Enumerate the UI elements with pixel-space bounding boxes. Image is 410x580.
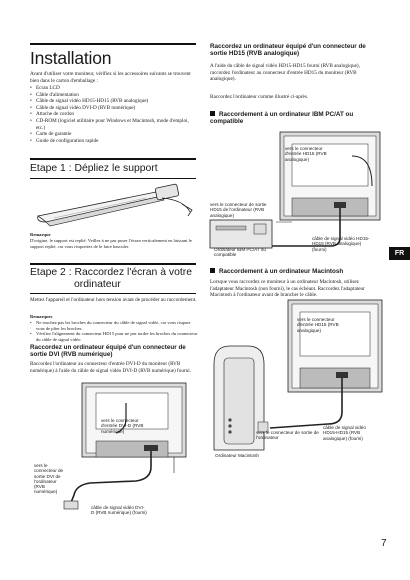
list-item: Câble de signal vidéo DVI-D (RVB numériq… [30, 105, 198, 112]
title-rule [30, 43, 196, 45]
hd15-section-text: A l'aide du câble de signal vidéo HD15-H… [210, 63, 360, 83]
dvi-label-cable: câble de signal vidéo DVI-D (RVB numériq… [91, 505, 147, 516]
step2-rule [30, 263, 196, 265]
step1-remark-title: Remarque [30, 232, 51, 237]
list-item: Guide de configuration rapide [30, 138, 198, 145]
mac-label-input: vers le connecteur d'entrée HD15 (RVB an… [297, 317, 339, 333]
step1-rule [30, 158, 196, 160]
mac-label-cable: câble de signal vidéo HD15-HD15 (RVB ana… [323, 425, 366, 441]
step2-remarks: Ne touchez pas les broches du connecteur… [30, 320, 198, 342]
list-item: Carte de garantie [30, 131, 198, 138]
dvi-section-text: Raccordez l'ordinateur au connecteur d'e… [30, 361, 191, 374]
page-number: 7 [381, 538, 387, 549]
step2-remarks-title: Remarques [30, 314, 53, 319]
page-title: Installation [30, 48, 112, 68]
ibm-label-output: vers le connecteur de sortie HD15 de l'o… [210, 202, 267, 218]
mac-connection-diagram [213, 299, 383, 451]
mac-label-computer: Ordinateur Macintosh [215, 453, 259, 458]
hd15-section-text2: Raccordez l'ordinateur comme illustré ci… [210, 94, 309, 100]
step2-intro: Mettez l'appareil et l'ordinateur hors t… [30, 297, 197, 303]
ibm-section-title: Raccordement à un ordinateur IBM PC/AT o… [210, 111, 354, 126]
mac-label-output: vers le connecteur de sortie de l'ordina… [256, 430, 319, 441]
list-item: Câble d'alimentation [30, 92, 198, 99]
step2-title-line2: ordinateur [74, 279, 121, 290]
step1-remark: D'origine, le support est replié. Veille… [30, 238, 192, 249]
list-item: Attache de cordon [30, 111, 198, 118]
dvi-label-output: vers le connecteur de sortie DVI de l'or… [34, 463, 64, 495]
step1-underline [30, 178, 196, 179]
hd15-section-title: Raccordez un ordinateur équipé d'un conn… [210, 43, 366, 58]
ibm-label-input: vers le connecteur d'entrée HD15 (RVB an… [285, 146, 327, 162]
list-item: Vérifiez l'alignement du connecteur HD15… [30, 331, 198, 342]
ibm-label-cable: câble de signal vidéo HD15-HD15 (RVB ana… [312, 236, 370, 252]
dvi-section-title: Raccordez un ordinateur équipé d'un conn… [30, 344, 186, 359]
list-item: Ecran LCD [30, 85, 198, 92]
step2-underline [30, 293, 196, 294]
accessory-list: Ecran LCD Câble d'alimentation Câble de … [30, 85, 198, 144]
list-item: CD-ROM (logiciel utilitaire pour Windows… [30, 118, 198, 131]
list-item: Câble de signal vidéo HD15-HD15 (RVB ana… [30, 98, 198, 105]
mac-section-text: Lorsque vous raccordez ce moniteur à un … [210, 279, 365, 299]
mac-section-title: Raccordement à un ordinateur Macintosh [210, 268, 380, 275]
bullet-square-icon [210, 268, 215, 273]
step2-title-line1: Etape 2 : Raccordez l'écran à votre [30, 267, 192, 278]
monitor-stand-illustration [37, 183, 193, 227]
list-item: Ne touchez pas les broches du connecteur… [30, 320, 198, 331]
step1-title: Etape 1 : Dépliez le support [30, 163, 158, 174]
language-tab: FR [389, 247, 410, 260]
dvi-label-input: vers le connecteur d'entrée DVI-D (RVB n… [101, 418, 144, 434]
bullet-square-icon [210, 111, 215, 116]
ibm-connection-diagram [209, 131, 381, 249]
dvi-connection-diagram [63, 382, 187, 510]
ibm-label-computer: Ordinateur IBM PC/AT ou compatible [214, 247, 266, 258]
installation-intro: Avant d'utiliser votre moniteur, vérifie… [30, 71, 191, 84]
